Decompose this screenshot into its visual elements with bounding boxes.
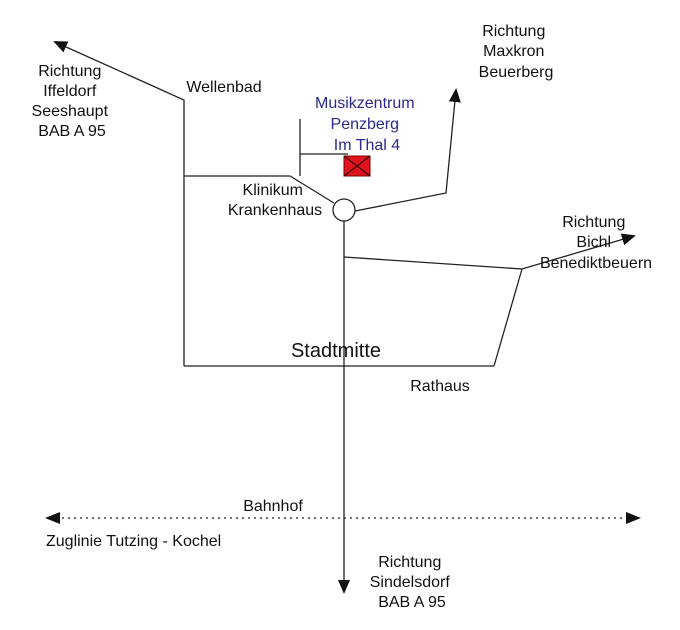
direction-northwest-label: Richtung Iffeldorf Seeshaupt BAB A 95 bbox=[32, 63, 113, 140]
railway-arrow-east-icon bbox=[626, 512, 641, 524]
road-to-iffeldorf bbox=[53, 41, 185, 366]
place-bahnhof: Bahnhof bbox=[243, 498, 303, 515]
road-rathaus-connector bbox=[493, 268, 523, 367]
place-stadtmitte: Stadtmitte bbox=[291, 340, 381, 362]
road-to-maxkron bbox=[354, 88, 461, 212]
place-rathaus: Rathaus bbox=[410, 378, 470, 395]
roundabout-icon bbox=[332, 198, 356, 222]
road-klinikum-west bbox=[184, 175, 335, 204]
road-network bbox=[53, 41, 636, 594]
railway-arrow-west-icon bbox=[45, 512, 60, 524]
direction-east-label: Richtung Bichl Benediktbeuern bbox=[540, 214, 652, 272]
place-klinikum: Klinikum Krankenhaus bbox=[228, 182, 322, 219]
direction-northeast-label: Richtung Maxkron Beuerberg bbox=[479, 23, 554, 81]
railway-label: Zuglinie Tutzing - Kochel bbox=[46, 533, 221, 550]
place-wellenbad: Wellenbad bbox=[186, 79, 261, 96]
direction-south-label: Richtung Sindelsdorf BAB A 95 bbox=[370, 554, 455, 611]
destination-x-marker-icon bbox=[343, 155, 371, 177]
destination-label: Musikzentrum Penzberg Im Thal 4 bbox=[315, 95, 419, 154]
